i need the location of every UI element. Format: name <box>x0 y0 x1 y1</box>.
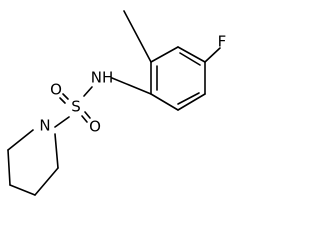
oxygen-label-bottom: O <box>89 118 101 136</box>
sulfur-label: S <box>71 98 81 116</box>
benzene-ring <box>150 46 206 111</box>
fluorine-label: F <box>218 33 227 51</box>
s-o2-bond-b <box>81 115 88 123</box>
molecule-structure: F NH S O O N <box>7 10 227 196</box>
s-o1-bond-a <box>59 97 66 104</box>
s-o1-bond-b <box>62 93 69 100</box>
c-n-bond <box>111 77 152 95</box>
s-n-ring-bond <box>54 116 70 128</box>
s-o2-bond-a <box>84 111 91 119</box>
methyl-bond <box>123 10 152 63</box>
ring-nitrogen-label: N <box>39 117 50 135</box>
n-s-bond <box>83 86 93 97</box>
oxygen-label-top: O <box>50 81 62 99</box>
piperidine-ring <box>7 129 59 196</box>
amine-label: NH <box>91 69 114 87</box>
c-f-bond <box>204 47 221 63</box>
